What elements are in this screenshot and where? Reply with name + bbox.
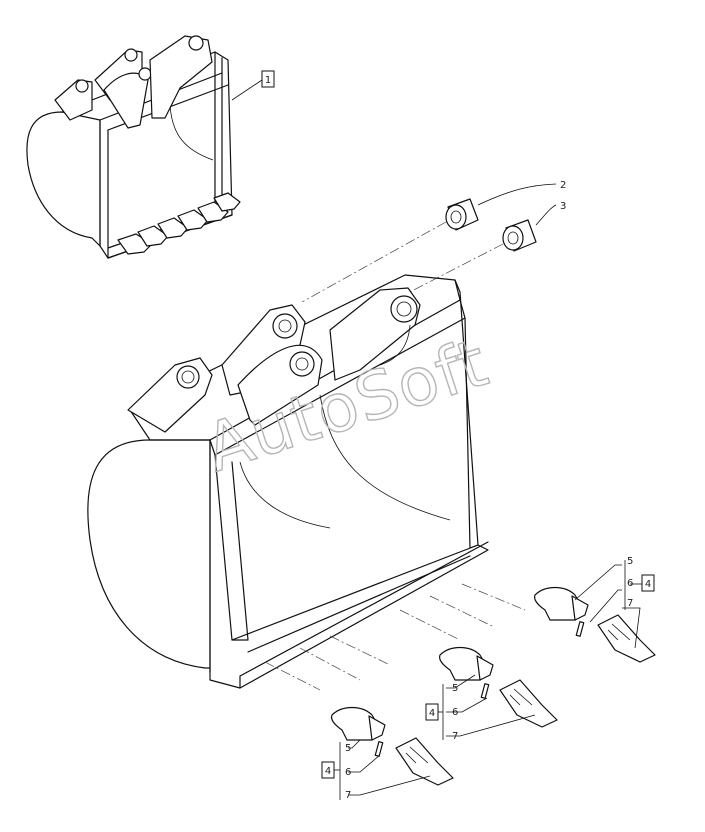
callout-4-mid-label: 4 <box>429 708 435 719</box>
main-bucket <box>87 274 526 691</box>
callout-1-label: 1 <box>265 75 271 86</box>
callout-l7-label: 7 <box>345 790 351 801</box>
callout-r7-label: 7 <box>627 598 633 609</box>
callout-l6-label: 6 <box>345 767 351 778</box>
callout-l5-label: 5 <box>345 743 351 754</box>
callout-4-low-label: 4 <box>325 766 331 777</box>
callout-m6-label: 6 <box>452 707 458 718</box>
tooth-set-lower: 5 6 7 4 <box>321 706 454 801</box>
callout-box-1: 1 <box>261 70 275 88</box>
callout-m5-label: 5 <box>452 683 458 694</box>
tooth-set-middle: 5 6 7 4 <box>425 646 558 742</box>
callout-3-label: 3 <box>560 201 566 212</box>
callout-m7-label: 7 <box>452 731 458 742</box>
pin-2: 2 <box>445 180 566 231</box>
overview-teeth <box>117 192 241 255</box>
callout-r6-label: 6 <box>627 578 633 589</box>
callout-2-label: 2 <box>560 180 566 191</box>
overview-bucket <box>26 35 263 259</box>
callout-r5-label: 5 <box>627 556 633 567</box>
callout-4-right-label: 4 <box>645 579 651 590</box>
pin-3: 3 <box>502 201 566 252</box>
tooth-set-right: 5 6 7 4 <box>533 556 656 663</box>
